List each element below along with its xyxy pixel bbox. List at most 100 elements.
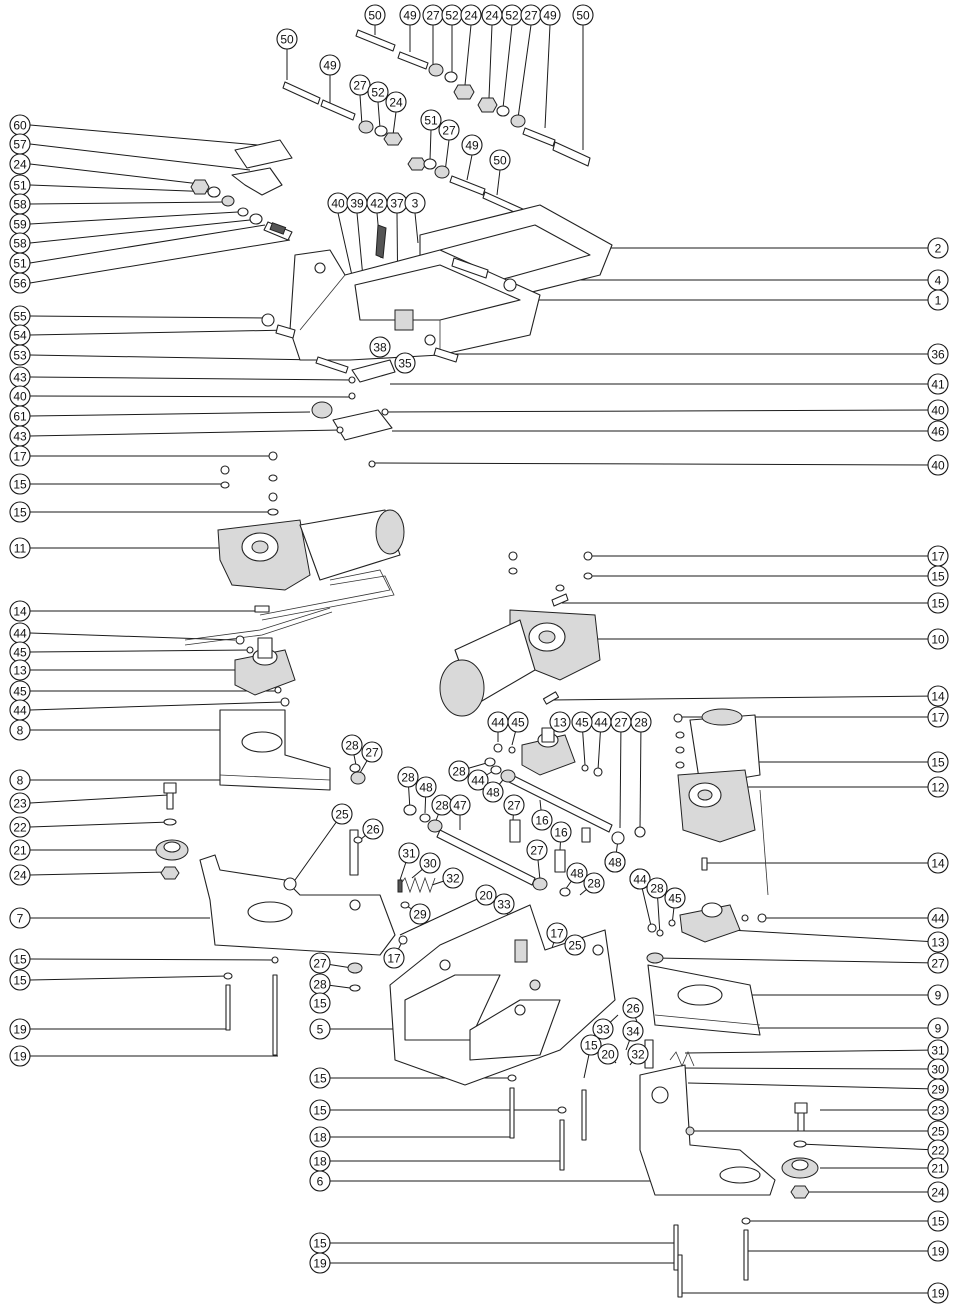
callout-number: 27 xyxy=(524,9,538,23)
callout-circle xyxy=(385,91,407,113)
callout-circle xyxy=(9,473,31,495)
callout-number: 13 xyxy=(13,664,27,678)
callout-number: 25 xyxy=(568,939,582,953)
callout-27: 27 xyxy=(309,952,331,974)
callout-circle xyxy=(549,711,571,733)
callout-26: 26 xyxy=(622,997,644,1019)
callout-number: 58 xyxy=(13,198,27,212)
callout-number: 42 xyxy=(370,197,384,211)
callout-number: 41 xyxy=(931,378,945,392)
callout-circle xyxy=(927,952,949,974)
callout-circle xyxy=(394,352,416,374)
callout-number: 45 xyxy=(668,892,682,906)
callout-circle xyxy=(507,711,529,733)
callout-44: 44 xyxy=(487,711,509,733)
bracket-parts-top-left xyxy=(190,139,293,241)
callout-27: 27 xyxy=(361,741,383,763)
callout-number: 23 xyxy=(13,797,27,811)
callout-circle xyxy=(627,1043,649,1065)
callout-number: 15 xyxy=(13,953,27,967)
callout-number: 29 xyxy=(931,1083,945,1097)
callout-circle xyxy=(9,153,31,175)
callout-circle xyxy=(927,373,949,395)
callout-58: 58 xyxy=(9,193,31,215)
callout-number: 11 xyxy=(14,542,27,556)
callout-number: 27 xyxy=(614,716,628,730)
callout-circle xyxy=(927,565,949,587)
callout-59: 59 xyxy=(9,213,31,235)
callout-49: 49 xyxy=(539,4,561,26)
callout-41: 41 xyxy=(927,373,949,395)
callout-number: 60 xyxy=(13,119,27,133)
callout-number: 19 xyxy=(13,1050,27,1064)
callout-number: 48 xyxy=(419,781,433,795)
callout-29: 29 xyxy=(927,1078,949,1100)
callout-40: 40 xyxy=(327,192,349,214)
callout-number: 44 xyxy=(594,716,608,730)
callout-40: 40 xyxy=(9,385,31,407)
callout-19: 19 xyxy=(927,1282,949,1304)
callout-43: 43 xyxy=(9,366,31,388)
callout-number: 27 xyxy=(931,957,945,971)
callout-27: 27 xyxy=(610,711,632,733)
callout-16: 16 xyxy=(531,809,553,831)
callout-circle xyxy=(369,336,391,358)
callout-number: 27 xyxy=(353,79,367,93)
callout-circle xyxy=(331,803,353,825)
roller-set-right xyxy=(781,1102,819,1199)
callout-number: 15 xyxy=(313,1237,327,1251)
bolts-bottom-right xyxy=(673,1217,751,1298)
callout-circle xyxy=(927,1099,949,1121)
callout-34: 34 xyxy=(622,1020,644,1042)
callout-number: 28 xyxy=(345,739,359,753)
callout-circle xyxy=(592,1018,614,1040)
callout-circle xyxy=(9,792,31,814)
callout-number: 24 xyxy=(464,9,478,23)
callout-15: 15 xyxy=(927,592,949,614)
callout-number: 61 xyxy=(13,410,27,424)
callout-number: 49 xyxy=(543,9,557,23)
callout-10: 10 xyxy=(927,628,949,650)
callout-circle xyxy=(927,706,949,728)
callout-28: 28 xyxy=(431,794,453,816)
callout-54: 54 xyxy=(9,324,31,346)
callout-circle xyxy=(309,1099,331,1121)
callout-44: 44 xyxy=(590,711,612,733)
callout-number: 44 xyxy=(13,704,27,718)
callout-number: 28 xyxy=(435,799,449,813)
callout-51: 51 xyxy=(9,174,31,196)
callout-circle xyxy=(397,766,419,788)
callout-circle xyxy=(475,884,497,906)
callout-48: 48 xyxy=(482,781,504,803)
callout-45: 45 xyxy=(9,641,31,663)
callout-number: 17 xyxy=(550,927,564,941)
callout-number: 15 xyxy=(931,756,945,770)
callout-number: 28 xyxy=(634,716,648,730)
callout-27: 27 xyxy=(422,4,444,26)
callout-48: 48 xyxy=(415,776,437,798)
callout-28: 28 xyxy=(309,973,331,995)
callout-48: 48 xyxy=(604,851,626,873)
callout-1: 1 xyxy=(927,289,949,311)
callout-number: 51 xyxy=(13,257,27,271)
callout-number: 15 xyxy=(313,1072,327,1086)
callout-circle xyxy=(9,1045,31,1067)
spring-set-center xyxy=(353,836,436,945)
callout-18: 18 xyxy=(309,1150,331,1172)
callout-number: 51 xyxy=(424,114,438,128)
callout-circle xyxy=(419,852,441,874)
callout-number: 46 xyxy=(931,425,945,439)
callout-40: 40 xyxy=(927,399,949,421)
callout-52: 52 xyxy=(501,4,523,26)
callout-number: 47 xyxy=(453,799,467,813)
callout-number: 52 xyxy=(371,86,385,100)
callout-circle xyxy=(927,1017,949,1039)
callout-44: 44 xyxy=(927,907,949,929)
callout-number: 40 xyxy=(931,459,945,473)
callout-27: 27 xyxy=(927,952,949,974)
callout-number: 25 xyxy=(335,808,349,822)
callout-circle xyxy=(9,272,31,294)
callout-number: 24 xyxy=(13,158,27,172)
callout-19: 19 xyxy=(927,1240,949,1262)
